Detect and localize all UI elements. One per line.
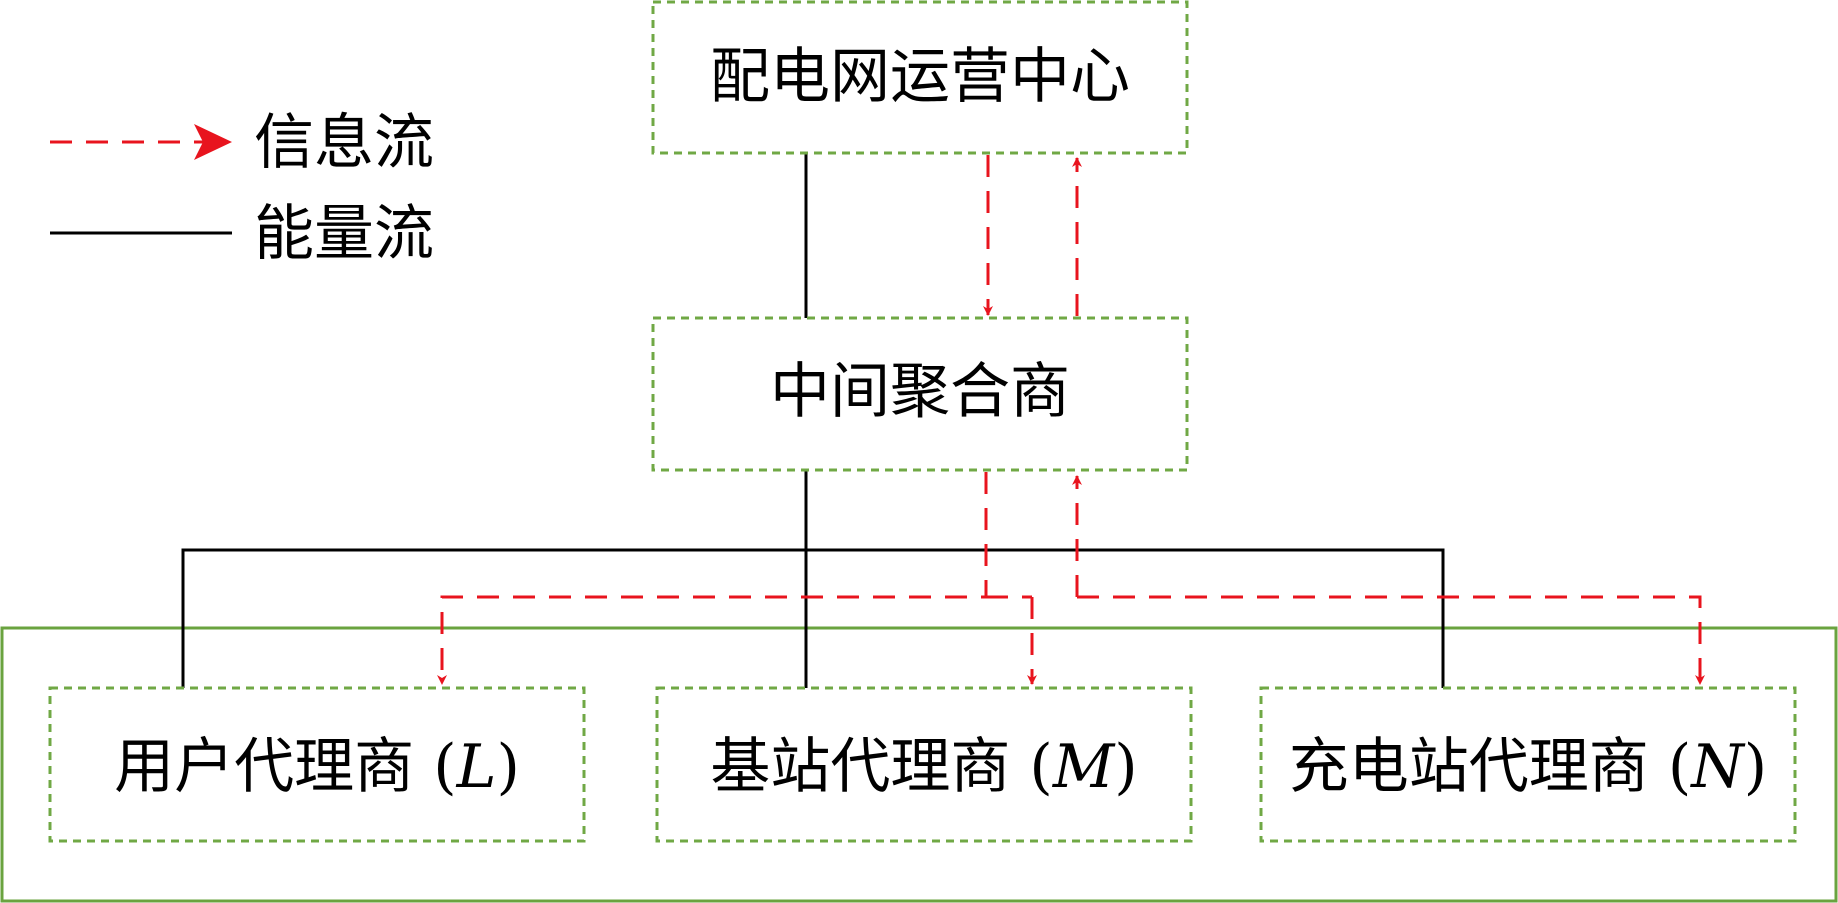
legend: 信息流 能量流	[50, 108, 434, 269]
charging-agent-close: )	[1744, 732, 1767, 802]
charging-agent-open: (	[1649, 732, 1691, 802]
node-boxes	[48, 0, 1797, 843]
base-station-agent-var: M	[1052, 732, 1116, 802]
info-line-to-charging	[1077, 595, 1705, 685]
operation-center-box	[651, 0, 1189, 155]
agent-group-border	[0, 626, 1838, 903]
charging-agent-box	[1259, 686, 1797, 843]
charging-agent-label: 充电站代理商 (N)	[1289, 732, 1767, 802]
aggregator-box	[651, 316, 1189, 472]
charging-agent-var: N	[1689, 732, 1746, 802]
info-flow-lines	[437, 155, 1705, 685]
user-agent-var: L	[456, 732, 497, 802]
base-station-agent-name: 基站代理商	[710, 732, 1010, 802]
energy-line-horizontal-bus	[181, 548, 1445, 688]
legend-info-flow-arrowhead-icon	[194, 124, 232, 160]
user-agent-name: 用户代理商	[114, 732, 414, 802]
charging-agent-name: 充电站代理商	[1289, 732, 1649, 802]
operation-center-label: 配电网运营中心	[710, 42, 1130, 112]
base-station-agent-open: (	[1010, 732, 1052, 802]
user-agent-label: 用户代理商 (L)	[114, 732, 520, 802]
legend-energy-flow-label: 能量流	[254, 199, 434, 269]
aggregator-label: 中间聚合商	[770, 357, 1070, 427]
base-station-agent-close: )	[1114, 732, 1137, 802]
user-agent-open: (	[414, 732, 456, 802]
user-agent-box	[48, 686, 586, 843]
energy-flow-lines	[181, 153, 1445, 688]
base-station-agent-label: 基站代理商 (M)	[710, 732, 1137, 802]
info-line-aggregator-to-agents	[437, 472, 988, 685]
user-agent-close: )	[496, 732, 519, 802]
base-station-agent-box	[655, 686, 1193, 843]
legend-info-flow-label: 信息流	[254, 108, 434, 178]
